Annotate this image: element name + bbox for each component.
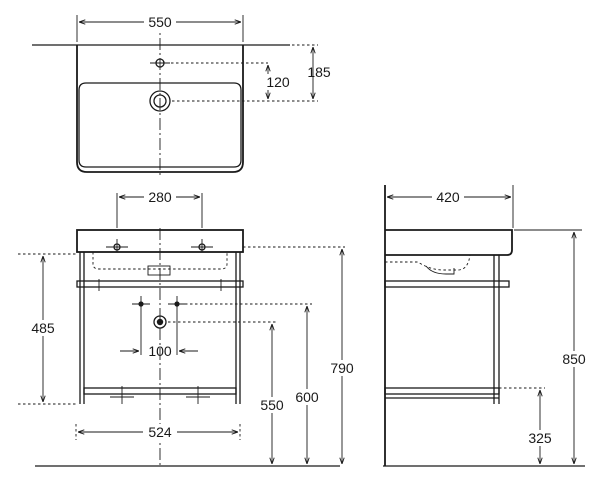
- dim-label-550: 550: [148, 14, 172, 30]
- dim-label-420: 420: [436, 189, 460, 205]
- dim-label-280: 280: [148, 189, 172, 205]
- front-upper-rail: [76, 280, 244, 288]
- dim-label-550-height: 550: [260, 397, 284, 413]
- plan-waste-inner: [153, 94, 167, 108]
- front-waste-inner: [156, 318, 164, 326]
- side-upper-rail: [384, 280, 510, 288]
- front-lower-shelf: [83, 387, 237, 395]
- side-lower-shelf: [384, 387, 500, 395]
- dim-label-790: 790: [330, 360, 354, 376]
- front-waste-outer: [153, 315, 167, 329]
- plan-view: 550 120 185: [32, 14, 331, 178]
- dim-label-485: 485: [31, 320, 55, 336]
- front-view: 280: [18, 189, 357, 468]
- plan-waste-outer: [149, 90, 171, 112]
- dim-label-100: 100: [148, 343, 172, 359]
- side-basin-profile: [385, 229, 513, 256]
- dim-label-524: 524: [148, 424, 172, 440]
- dim-label-185: 185: [307, 64, 331, 80]
- dim-label-325: 325: [528, 430, 552, 446]
- dim-label-120: 120: [266, 74, 290, 90]
- front-tap-holes: [106, 239, 213, 252]
- dim-label-850: 850: [562, 351, 586, 367]
- plan-bowl-outline: [78, 82, 242, 168]
- dim-label-600: 600: [295, 389, 319, 405]
- plan-basin-outline: [76, 45, 244, 173]
- side-view: 420 325 850: [383, 185, 589, 467]
